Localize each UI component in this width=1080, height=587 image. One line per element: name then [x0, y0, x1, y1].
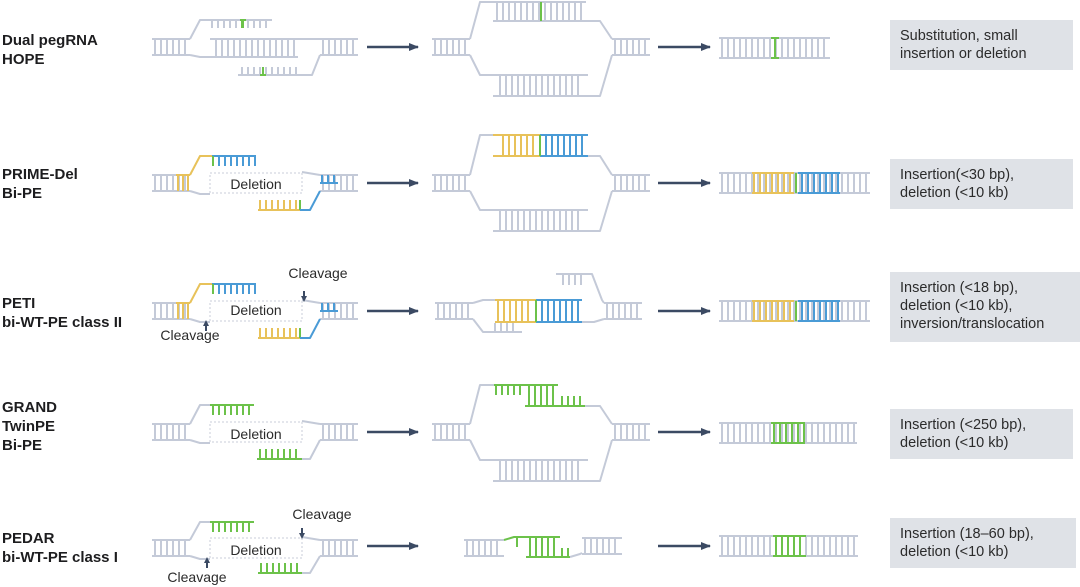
- deletion-label: Deletion: [230, 176, 281, 192]
- outcome-line: deletion (<10 kb),: [900, 298, 1013, 314]
- strand: [189, 283, 212, 304]
- label-line: Dual pegRNA: [2, 32, 98, 49]
- deletion-label: Deletion: [230, 302, 281, 318]
- label-line: bi-WT-PE class II: [2, 314, 123, 331]
- outcome-box-pedar: Insertion (18–60 bp), deletion (<10 kb): [890, 518, 1076, 568]
- strand: [189, 155, 212, 176]
- deletion-region: [209, 172, 303, 194]
- label-line: Bi-PE: [2, 185, 43, 202]
- deletion-region: [209, 300, 303, 322]
- strand: [189, 439, 210, 444]
- strand: [493, 20, 613, 40]
- strand: [503, 536, 560, 541]
- label-line: PETI: [2, 295, 36, 312]
- strand: [300, 190, 321, 211]
- strand: [302, 555, 321, 574]
- strand: [472, 318, 522, 333]
- cleavage-label: Cleavage: [160, 327, 219, 343]
- row-label-pedar: PEDAR bi-WT-PE class I: [2, 529, 118, 567]
- strand: [189, 521, 210, 541]
- strand: [469, 190, 588, 211]
- row-label-prime-del: PRIME-Del Bi-PE: [2, 165, 78, 203]
- label-line: Bi-PE: [2, 437, 43, 454]
- strand: [585, 405, 613, 425]
- strand: [301, 299, 321, 304]
- row-label-grand: GRAND TwinPE Bi-PE: [2, 398, 57, 455]
- strand: [493, 190, 613, 232]
- strand: [469, 54, 588, 76]
- outcome-line: Insertion (<250 bp),: [900, 417, 1027, 433]
- strand: [189, 54, 298, 58]
- strand: [469, 384, 494, 425]
- strand: [300, 318, 321, 339]
- strand: [189, 318, 210, 323]
- deletion-label: Deletion: [230, 426, 281, 442]
- row-label-peti: PETI bi-WT-PE class II: [2, 294, 122, 332]
- strand: [302, 439, 321, 460]
- strand: [469, 134, 493, 176]
- outcome-line: Insertion (18–60 bp),: [900, 526, 1034, 542]
- outcome-line: deletion (<10 kb): [900, 185, 1009, 201]
- outcome-line: deletion (<10 kb): [900, 435, 1009, 451]
- cleavage-arrow-icon: [203, 320, 209, 326]
- outcome-box-prime-del: Insertion(<30 bp), deletion (<10 kb): [890, 159, 1073, 209]
- label-line: HOPE: [2, 51, 45, 68]
- strand: [588, 155, 613, 176]
- outcome-line: Insertion(<30 bp),: [900, 167, 1015, 183]
- label-line: TwinPE: [2, 418, 56, 435]
- strand: [189, 190, 210, 195]
- cleavage-arrow-icon: [299, 533, 305, 539]
- deletion-region: [209, 537, 303, 559]
- outcome-line: Insertion (<18 bp),: [900, 280, 1019, 296]
- strand: [493, 54, 613, 97]
- cleavage-label: Cleavage: [167, 569, 226, 585]
- outcome-line: Substitution, small: [900, 28, 1018, 44]
- label-line: PEDAR: [2, 530, 55, 547]
- cleavage-arrow-icon: [301, 296, 307, 302]
- outcome-box-dual-pegrna: Substitution, small insertion or deletio…: [890, 20, 1073, 70]
- outcome-box-peti: Insertion (<18 bp), deletion (<10 kb), i…: [890, 272, 1080, 342]
- strand: [301, 420, 321, 425]
- strand: [582, 318, 605, 323]
- strand: [301, 536, 321, 541]
- label-line: GRAND: [2, 399, 57, 416]
- cleavage-label: Cleavage: [292, 506, 351, 522]
- deletion-region: [209, 421, 303, 443]
- strand: [301, 171, 321, 176]
- strand: [189, 404, 210, 425]
- outcome-line: inversion/translocation: [900, 316, 1045, 332]
- cleavage-label: Cleavage: [288, 265, 347, 281]
- row-label-dual-pegrna: Dual pegRNA HOPE: [2, 31, 98, 69]
- outcome-box-grand: Insertion (<250 bp), deletion (<10 kb): [890, 409, 1073, 459]
- strand: [493, 439, 613, 482]
- outcome-line: deletion (<10 kb): [900, 544, 1009, 560]
- cleavage-arrow-icon: [204, 557, 210, 563]
- label-line: PRIME-Del: [2, 166, 78, 183]
- label-line: bi-WT-PE class I: [2, 549, 118, 566]
- deletion-label: Deletion: [230, 542, 281, 558]
- outcome-line: insertion or deletion: [900, 46, 1027, 62]
- strand: [472, 299, 495, 304]
- strand: [469, 439, 588, 461]
- strand: [569, 552, 583, 558]
